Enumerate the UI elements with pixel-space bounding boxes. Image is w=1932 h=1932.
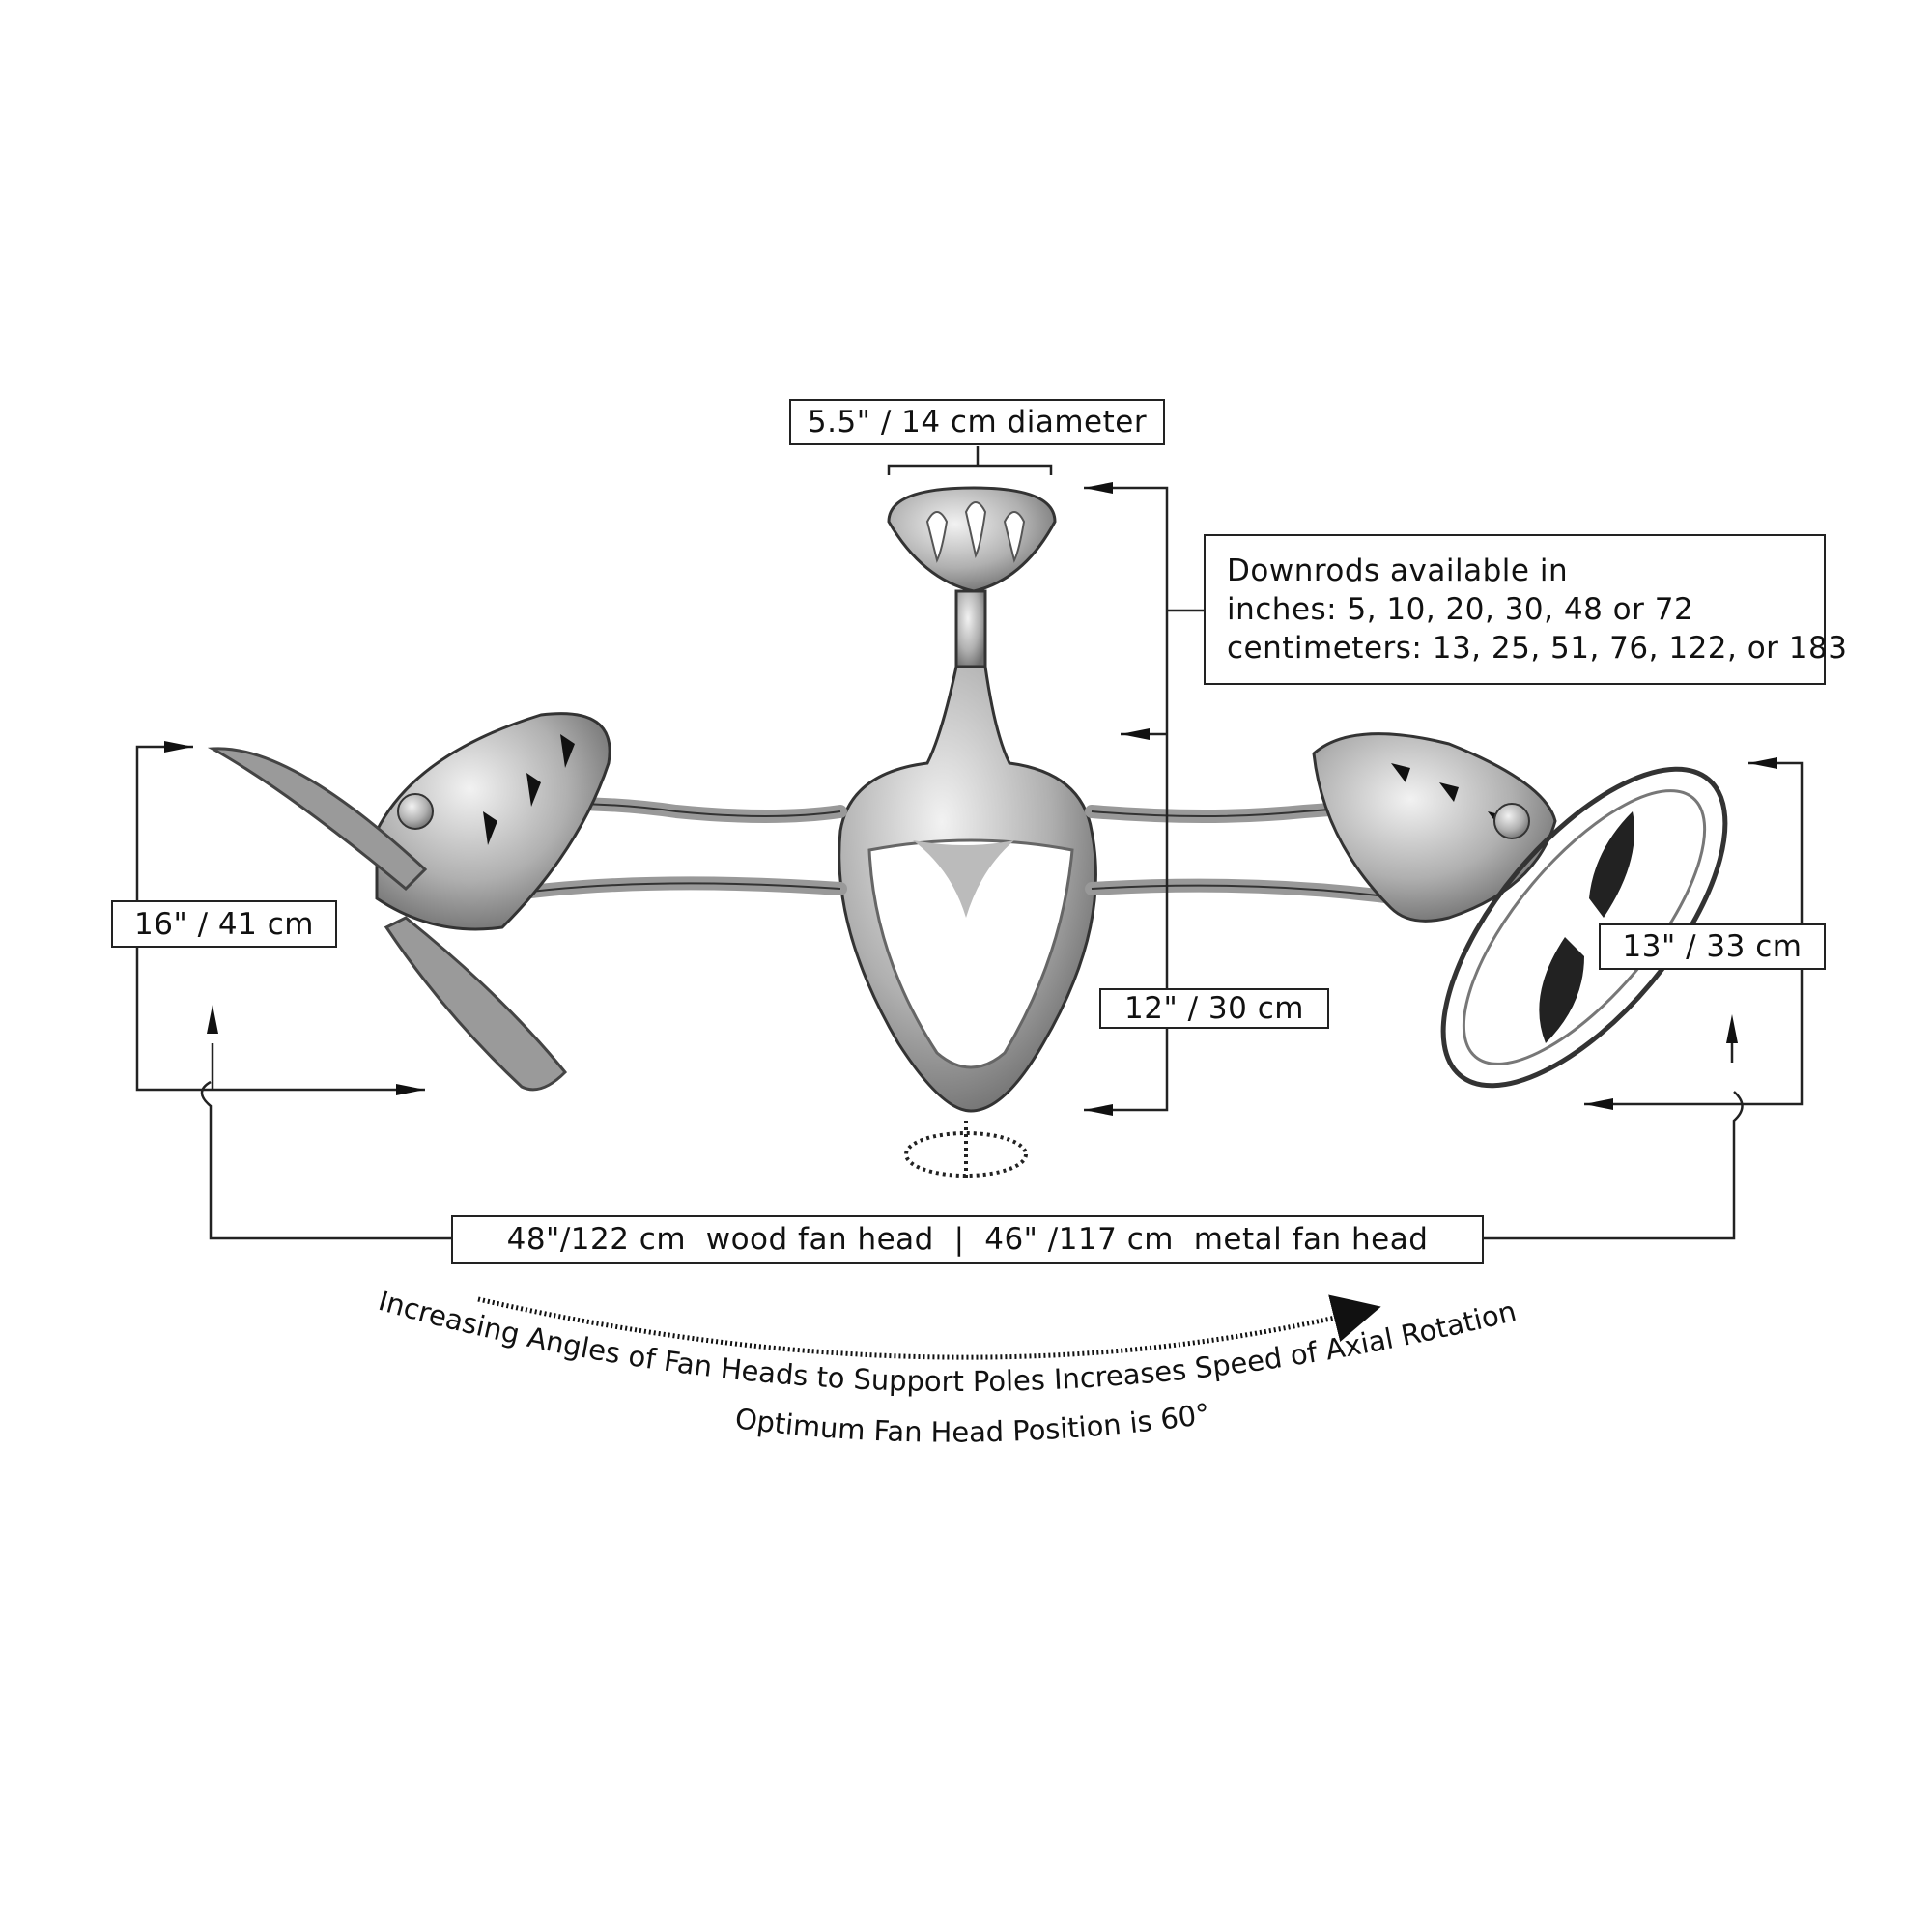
metal-cage xyxy=(1440,766,1728,1089)
metal-fan-head xyxy=(1312,732,1728,1089)
downrods-label: Downrods available in inches: 5, 10, 20,… xyxy=(1204,534,1847,685)
rotation-indicator xyxy=(904,1131,1028,1178)
optimum-position-note: Optimum Fan Head Position is 60° xyxy=(733,1397,1212,1448)
downrods-line-1: Downrods available in xyxy=(1227,554,1569,588)
wood-blade-lower xyxy=(384,916,568,1092)
wood-blade-upper xyxy=(207,747,428,892)
svg-text:Increasing Angles of Fan Heads: Increasing Angles of Fan Heads to Suppor… xyxy=(375,1284,1520,1398)
wood-fan-head xyxy=(207,712,611,1092)
canopy-diameter-label: 5.5" / 14 cm diameter xyxy=(789,399,1165,445)
downrods-line-3: centimeters: 13, 25, 51, 76, 122, or 183 xyxy=(1227,631,1848,666)
wood-head-height-label: 16" / 41 cm xyxy=(111,900,337,948)
metal-head-height-label: 13" / 33 cm xyxy=(1599,923,1826,970)
body-height-label: 12" / 30 cm xyxy=(1099,988,1329,1029)
canopy-dimension-bracket xyxy=(887,446,1053,475)
rotation-note: Increasing Angles of Fan Heads to Suppor… xyxy=(375,1284,1520,1398)
span-dimension-line xyxy=(200,1080,1744,1240)
span-label: 48"/122 cm wood fan head | 46" /117 cm m… xyxy=(451,1215,1484,1264)
svg-text:Optimum Fan Head Position is 6: Optimum Fan Head Position is 60° xyxy=(733,1397,1212,1448)
downrods-line-2: inches: 5, 10, 20, 30, 48 or 72 xyxy=(1227,592,1694,627)
